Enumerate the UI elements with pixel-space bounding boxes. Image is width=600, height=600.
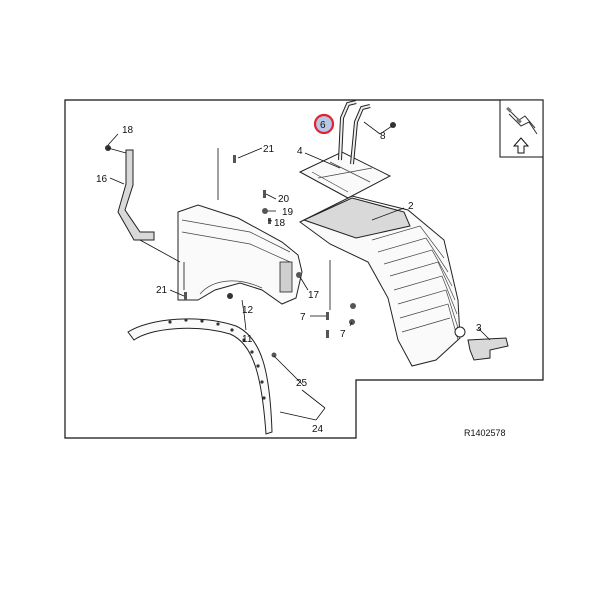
bracket-3 xyxy=(467,337,509,361)
bracket-16 xyxy=(105,145,155,241)
reference-code: R1402578 xyxy=(464,428,506,438)
callout-11: 11 xyxy=(242,334,253,345)
main-fender-2 xyxy=(299,195,466,367)
callout-20: 20 xyxy=(278,194,290,205)
callout-7-lower: 7 xyxy=(340,329,346,340)
callout-8: 8 xyxy=(380,131,386,142)
callout-19: 19 xyxy=(282,207,294,218)
callout-16: 16 xyxy=(96,174,108,185)
callout-18-top: 18 xyxy=(122,125,134,136)
callout-4: 4 xyxy=(297,146,303,157)
callout-24: 24 xyxy=(312,424,324,435)
callout-21-top: 21 xyxy=(263,144,275,155)
handle-6 xyxy=(338,100,396,165)
callout-6: 6 xyxy=(320,120,326,131)
callout-18-mid: 18 xyxy=(274,218,286,229)
leader-lines xyxy=(107,121,491,421)
mounting-plate-4 xyxy=(298,151,392,199)
callout-7-upper: 7 xyxy=(300,312,306,323)
callout-25: 25 xyxy=(296,378,308,389)
callout-12: 12 xyxy=(242,305,254,316)
front-arrow-icon xyxy=(499,99,544,158)
callout-3: 3 xyxy=(476,323,482,334)
callout-21-left: 21 xyxy=(156,285,168,296)
callout-17: 17 xyxy=(308,290,320,301)
fasteners xyxy=(184,155,356,358)
arch-trim-24 xyxy=(127,318,273,435)
fender-front-panel xyxy=(177,204,303,305)
callout-2: 2 xyxy=(408,201,414,212)
callout-labels: 18 16 21 20 19 18 4 6 8 2 21 17 12 11 7 … xyxy=(96,120,482,435)
highlight-circle xyxy=(313,113,335,135)
